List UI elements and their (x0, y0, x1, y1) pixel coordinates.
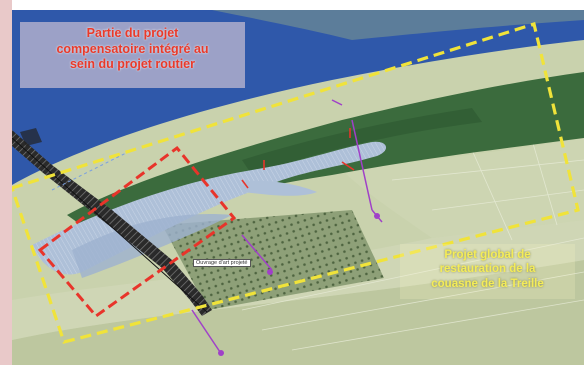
callout-yellow-line-3: couasne de la Treille (431, 277, 544, 290)
road-integrated-zone (37, 145, 237, 319)
callout-yellow-line-2: restauration de la (439, 263, 536, 276)
road-bridge-hatched (12, 130, 212, 316)
survey-markers (191, 99, 383, 356)
callout-yellow-line-1: Projet global de (444, 249, 531, 261)
orchard-area (162, 210, 384, 310)
left-margin-strip (0, 0, 12, 365)
survey-marker-icon (218, 213, 380, 356)
map-view[interactable]: Ouvrage d'art projeté Partie du projet c… (12, 10, 584, 365)
map-label-box: Ouvrage d'art projeté (193, 259, 251, 267)
field-boundaries (241, 139, 584, 351)
road-centerline (12, 137, 208, 313)
callout-red-line-1: Partie du projet (86, 26, 179, 40)
aerial-map-svg (12, 10, 584, 365)
red-markers (241, 128, 355, 189)
global-project-zone (12, 21, 580, 344)
callout-road-integrated-part: Partie du projet compensatoire intégré a… (20, 22, 245, 88)
callout-red-line-2: compensatoire intégré au (56, 41, 209, 56)
callout-global-restoration: Projet global de restauration de la coua… (400, 244, 575, 300)
callout-red-line-3: sein du projet routier (69, 57, 195, 72)
